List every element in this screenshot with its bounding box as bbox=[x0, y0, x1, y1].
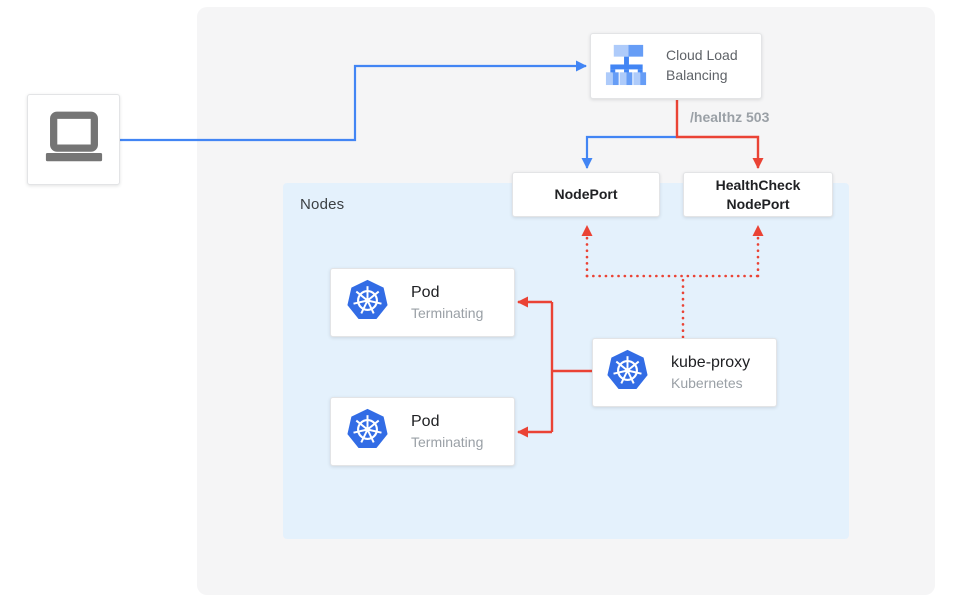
client-laptop-node bbox=[27, 94, 120, 185]
pod-terminating-node-1: Pod Terminating bbox=[330, 268, 515, 337]
healthcheck-nodeport-node: HealthCheck NodePort bbox=[683, 172, 833, 217]
pod-title: Pod bbox=[411, 413, 440, 430]
kubernetes-icon bbox=[606, 349, 649, 397]
healthz-503-label: /healthz 503 bbox=[690, 109, 770, 125]
healthcheck-nodeport-label: HealthCheck NodePort bbox=[715, 177, 801, 212]
kube-proxy-node: kube-proxy Kubernetes bbox=[592, 338, 777, 407]
clb-label: Cloud Load Balancing bbox=[666, 47, 738, 83]
kube-proxy-subtitle: Kubernetes bbox=[671, 375, 743, 391]
cloud-load-balancing-node: Cloud Load Balancing bbox=[590, 33, 762, 99]
pod-title: Pod bbox=[411, 284, 440, 301]
kubernetes-icon bbox=[346, 279, 389, 327]
laptop-icon bbox=[43, 111, 105, 169]
nodes-label: Nodes bbox=[300, 196, 345, 213]
nodeport-label: NodePort bbox=[554, 186, 618, 203]
pod-terminating-node-2: Pod Terminating bbox=[330, 397, 515, 466]
kube-proxy-title: kube-proxy bbox=[671, 354, 751, 371]
nodeport-node: NodePort bbox=[512, 172, 660, 217]
pod-status: Terminating bbox=[411, 305, 484, 321]
pod-status: Terminating bbox=[411, 434, 484, 450]
cloud-load-balancing-icon bbox=[603, 40, 650, 92]
kubernetes-icon bbox=[346, 408, 389, 456]
